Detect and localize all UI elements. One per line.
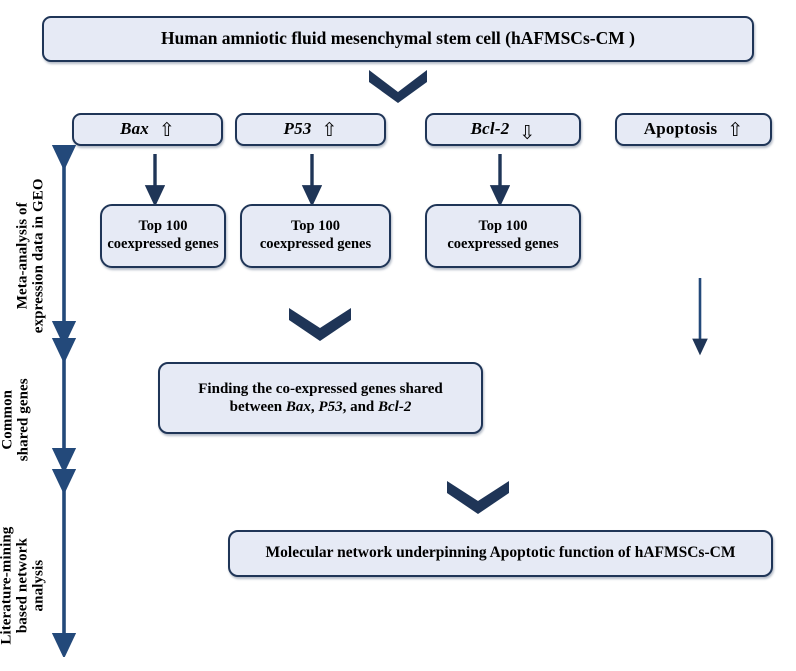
stage-label-line2: shared genes: [15, 378, 31, 462]
stage-label-line1: Common: [0, 389, 16, 450]
stage-label-line1: Meta-analysis of: [14, 202, 31, 310]
top100-line1: Top 100: [290, 218, 340, 235]
shared-gene-bcl2: Bcl-2: [378, 399, 412, 415]
top100-text-group: Top 100 coexpressed genes: [260, 218, 371, 253]
node-top100-bax: Top 100 coexpressed genes: [100, 204, 226, 268]
title-text: Human amniotic fluid mesenchymal stem ce…: [161, 28, 635, 49]
chevron-title-to-genes: [369, 70, 427, 103]
up-arrow-icon: ⇧: [727, 119, 744, 141]
up-arrow-icon: ⇧: [159, 119, 175, 141]
top100-line2: coexpressed genes: [107, 236, 219, 252]
shared-gene-bax: Bax: [285, 399, 311, 415]
hafmscs-cm-title-box: Human amniotic fluid mesenchymal stem ce…: [42, 16, 754, 62]
node-top100-p53: Top 100 coexpressed genes: [240, 204, 391, 268]
node-p53: P53 ⇧: [235, 113, 386, 146]
chevron-top100-to-shared: [289, 308, 351, 341]
top100-line1: Top 100: [138, 218, 188, 235]
chevron-shared-to-final: [447, 481, 509, 514]
node-bax: Bax ⇧: [72, 113, 223, 146]
down-arrow-icon: ⇧: [519, 120, 536, 142]
stage-label-literature-mining: Literature-mining based network analysis: [0, 501, 47, 671]
shared-text-group: Finding the co-expressed genes shared be…: [198, 380, 442, 417]
stage-label-line3: analysis: [29, 559, 46, 612]
final-text: Molecular network underpinning Apoptotic…: [265, 544, 736, 562]
stage-label-line2: based network: [14, 538, 31, 634]
stage-label-common-shared-genes: Common shared genes: [0, 360, 32, 480]
node-bax-label: Bax: [120, 119, 150, 139]
stage-label-line2: expression data in GEO: [30, 178, 46, 334]
top100-line2: coexpressed genes: [259, 236, 372, 252]
top100-line1: Top 100: [478, 218, 528, 235]
stage-label-meta-analysis: Meta-analysis of expression data in GEO: [14, 163, 47, 349]
top100-text-group: Top 100 coexpressed genes: [107, 218, 218, 253]
node-bcl2: Bcl-2 ⇧: [425, 113, 581, 146]
shared-sep-1: ,: [310, 399, 319, 415]
top100-line2: coexpressed genes: [447, 236, 559, 252]
node-top100-bcl2: Top 100 coexpressed genes: [425, 204, 581, 268]
shared-sep-2: , and: [342, 399, 379, 415]
top100-text-group: Top 100 coexpressed genes: [447, 218, 558, 253]
node-p53-label: P53: [283, 119, 312, 139]
node-shared-genes: Finding the co-expressed genes shared be…: [158, 362, 483, 434]
up-arrow-icon: ⇧: [321, 119, 338, 141]
node-molecular-network: Molecular network underpinning Apoptotic…: [228, 530, 773, 577]
stage-label-line1: Literature-mining: [0, 526, 15, 645]
node-apoptosis-label: Apoptosis: [643, 119, 718, 139]
shared-line2-prefix: between: [229, 399, 286, 415]
shared-line1: Finding the co-expressed genes shared: [198, 380, 443, 397]
shared-gene-p53: P53: [318, 399, 343, 415]
node-apoptosis: Apoptosis ⇧: [615, 113, 772, 146]
flowchart-canvas: Human amniotic fluid mesenchymal stem ce…: [0, 16, 773, 657]
node-bcl2-label: Bcl-2: [470, 119, 510, 139]
